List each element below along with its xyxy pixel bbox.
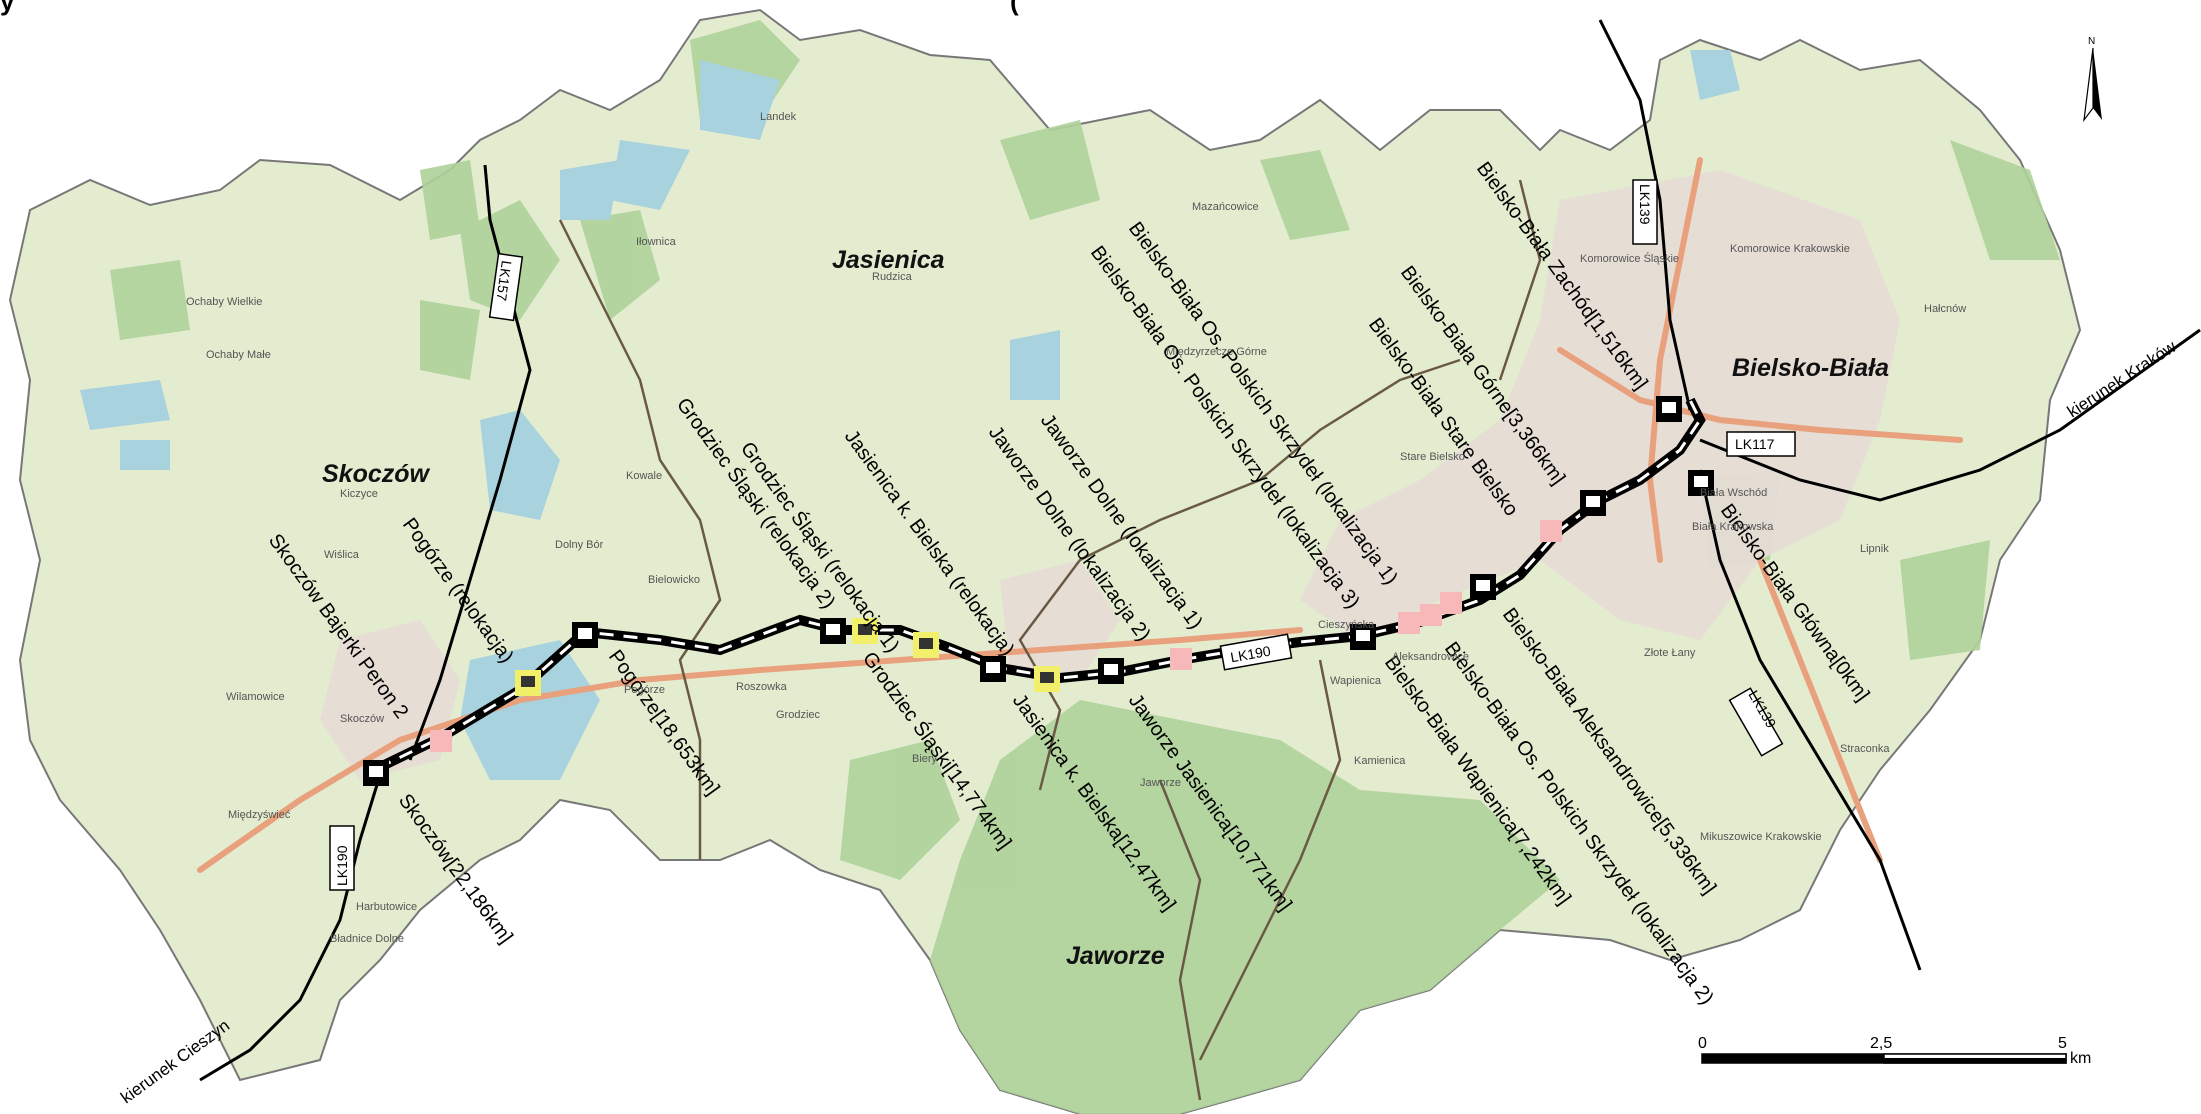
stop-aleksandrowice <box>1470 574 1496 600</box>
municipality-labels: Jasienica Skoczów Bielsko-Biała Jaworze <box>322 246 1889 970</box>
scale-bar: 0 2,5 5 km <box>1698 1035 2091 1067</box>
place-p06: Komorowice Śląskie <box>1580 252 1679 265</box>
muni-jaworze: Jaworze <box>1066 942 1165 970</box>
stop-skoczow <box>363 760 389 786</box>
place-p17: Międzyświeć <box>228 809 291 821</box>
stop-grodziec-relokacja-1 <box>852 618 878 644</box>
station-markers <box>363 396 1714 786</box>
stop-skoczow-bajerki <box>430 730 452 752</box>
place-p10: Ochaby Małe <box>206 349 271 361</box>
place-p05: Mazańcowice <box>1192 201 1259 213</box>
place-p08: Hałcnów <box>1924 303 1966 315</box>
rail-lk139-south <box>1698 469 1922 971</box>
stop-pogorze <box>572 622 598 648</box>
stop-os-ps-lok3 <box>1398 612 1420 634</box>
rail-lk190-cieszyn <box>199 774 382 1082</box>
muni-skoczow: Skoczów <box>322 460 431 488</box>
place-p36: Cieszyńska <box>1318 619 1375 631</box>
place-names: Landek Iłownica Rudzica Międzyrzecze Gór… <box>186 111 1966 945</box>
place-p20: Pogórze <box>624 684 665 696</box>
rail-lk139-north <box>1598 19 1692 411</box>
place-p30: Lipnik <box>1860 543 1889 555</box>
place-p02: Iłownica <box>636 236 677 248</box>
place-p21: Roszowka <box>736 681 788 693</box>
place-p33: Mikuszowice Krakowskie <box>1700 831 1822 843</box>
municipal-boundaries <box>558 179 1542 1101</box>
stop-jaworze-jasienica <box>1098 658 1124 684</box>
lk157-label: LK157 <box>493 260 515 303</box>
title-fragment-mid: ( <box>1010 0 1019 16</box>
place-p16: Wilamowice <box>226 691 285 703</box>
stop-jasienica <box>980 656 1006 682</box>
water-bodies <box>80 50 1740 780</box>
rail-lk157 <box>408 164 532 761</box>
place-p26: Kamienica <box>1354 755 1406 767</box>
place-p22: Grodziec <box>776 709 821 721</box>
place-p28: Biała Wschód <box>1700 487 1767 499</box>
scale-tick-1: 2,5 <box>1870 1035 1892 1052</box>
rail-lk117-east <box>1699 328 2201 502</box>
place-p29: Biała Krakowska <box>1692 521 1774 533</box>
stop-jaworze-dolne-1 <box>1170 648 1192 670</box>
place-p23: Biery <box>912 753 938 765</box>
place-p31: Złote Łany <box>1644 647 1696 659</box>
scale-unit: km <box>2070 1050 2091 1067</box>
place-p03: Rudzica <box>872 271 913 283</box>
place-p32: Straconka <box>1840 743 1890 755</box>
north-arrow-icon: N <box>2083 36 2102 123</box>
stop-zachod <box>1656 396 1682 422</box>
place-p11: Kiczyce <box>340 488 378 500</box>
place-p18: Harbutowice <box>356 901 417 913</box>
place-p09: Ochaby Wielkie <box>186 296 262 308</box>
north-label: N <box>2088 36 2095 47</box>
rail-line-labels: LK157 LK139 LK117 LK190 LK190 LK139 <box>329 179 1796 891</box>
stop-glowna <box>1688 470 1714 496</box>
stop-pogorze-relokacja <box>515 670 541 696</box>
roads <box>197 157 1963 873</box>
place-p15: Bielowicko <box>648 574 700 586</box>
scale-tick-2: 5 <box>2058 1035 2067 1052</box>
lk139-top-label: LK139 <box>1637 184 1653 225</box>
title-fragment-left: y <box>0 0 15 16</box>
stop-jasienica-relokacja <box>913 632 939 658</box>
lk190-mid-label: LK190 <box>1229 643 1272 666</box>
stop-grodziec-relokacja-2 <box>820 618 846 644</box>
rail-lines <box>199 19 2201 1082</box>
place-p14: Dolny Bór <box>555 539 604 551</box>
muni-bielsko: Bielsko-Biała <box>1732 354 1889 382</box>
place-p07: Komorowice Krakowskie <box>1730 243 1850 255</box>
place-p27: Aleksandrowice <box>1392 651 1469 663</box>
place-p01: Landek <box>760 111 797 123</box>
stop-wapienica <box>1350 624 1376 650</box>
stop-jaworze-dolne-2 <box>1034 666 1060 692</box>
stop-os-ps-lok1 <box>1440 592 1462 614</box>
place-p25: Wapienica <box>1330 675 1382 687</box>
lk117-label: LK117 <box>1735 436 1775 452</box>
lk190-left-label: LK190 <box>334 845 350 886</box>
place-p19: Bładnice Dolne <box>330 933 404 945</box>
place-p24: Jaworze <box>1140 777 1181 789</box>
scale-tick-0: 0 <box>1698 1035 1707 1052</box>
muni-jasienica: Jasienica <box>832 246 945 274</box>
place-p35: Stare Bielsko <box>1400 451 1465 463</box>
place-p34: Skoczów <box>340 713 384 725</box>
place-p12: Wiślica <box>324 549 360 561</box>
stop-gorne <box>1580 490 1606 516</box>
place-p13: Kowale <box>626 470 662 482</box>
stop-os-ps-lok2 <box>1420 604 1442 626</box>
stop-stare-bielsko <box>1540 520 1562 542</box>
place-p04: Międzyrzecze Górne <box>1166 346 1267 358</box>
